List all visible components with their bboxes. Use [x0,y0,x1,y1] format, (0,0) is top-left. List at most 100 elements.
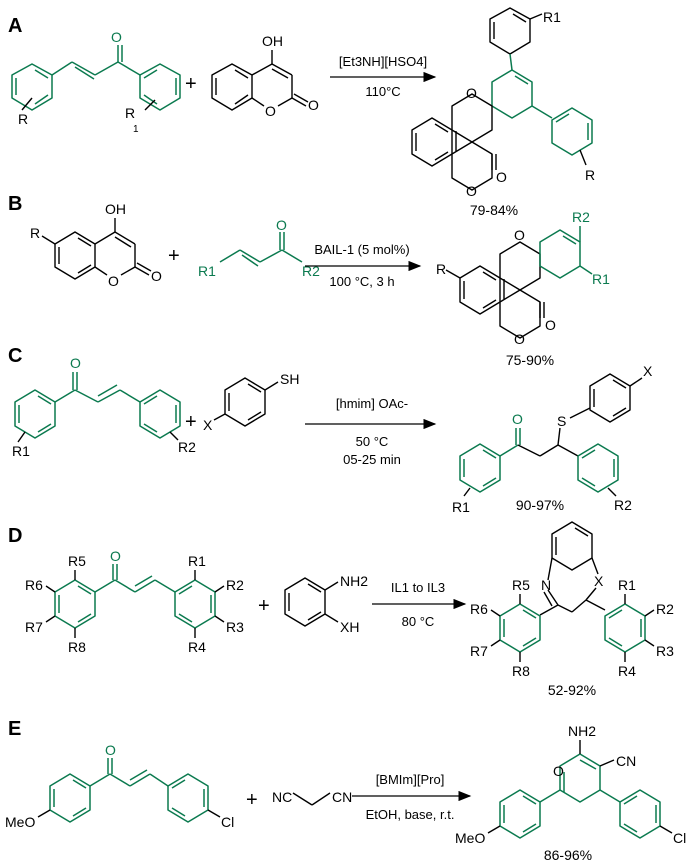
atom-r4: R4 [618,663,636,679]
reaction-arrow-a: [Et3NH][HSO4] 110°C [330,54,437,99]
enone-reactant-b: O R1 R2 [198,217,320,279]
conditions-temperature-c: 50 °C [356,434,389,449]
atom-r6: R6 [470,601,488,617]
atom-r2: R2 [656,601,674,617]
atom-r1: R1 [452,499,470,515]
atom-o: O [553,763,564,779]
conditions-temperature-a: 110°C [365,84,400,99]
conditions-catalyst-b: BAIL-1 (5 mol%) [314,242,409,257]
atom-o-ring: O [108,273,119,289]
atom-o: O [111,29,122,45]
atom-r7: R7 [470,643,488,659]
atom-o: O [105,742,116,758]
yield-d: 52-92% [548,682,596,698]
atom-o: O [70,355,81,371]
atom-o-carbonyl: O [151,268,162,284]
atom-meo: MeO [455,830,485,846]
atom-r1: R1 [198,263,216,279]
plus-sign-b: + [168,245,180,267]
atom-x: X [203,417,213,433]
atom-r1: R1 [12,443,30,459]
yield-a: 79-84% [470,202,518,218]
yield-c: 90-97% [516,497,564,513]
atom-r1: R1 [543,9,561,25]
panel-label-d: D [8,525,22,547]
thiophenol-reactant-c: SH X [203,371,299,433]
plus-sign-a: + [185,73,197,95]
atom-xh: XH [340,619,359,635]
plus-sign-d: + [258,595,270,617]
conditions-catalyst-a: [Et3NH][HSO4] [339,54,427,69]
atom-cn: CN [332,789,352,805]
atom-o-carbonyl: O [308,97,319,113]
yield-e: 86-96% [544,847,592,863]
atom-r1-subscript: 1 [133,124,139,135]
reaction-arrow-e: [BMIm][Pro] EtOH, base, r.t. [352,772,472,822]
atom-r8: R8 [512,663,530,679]
atom-o-pyran: O [514,227,525,243]
atom-cl: Cl [221,814,234,830]
atom-o-carbonyl: O [545,317,556,333]
atom-nh2: NH2 [340,573,368,589]
atom-cn: CN [616,753,636,769]
atom-r3: R3 [656,643,674,659]
atom-r7: R7 [25,619,43,635]
atom-r2: R2 [302,263,320,279]
panel-label-b: B [8,193,22,215]
panel-d: D O R5 R6 R7 R8 R1 R2 R3 R4 + [8,521,674,698]
panel-label-a: A [8,15,22,37]
atom-meo: MeO [5,814,35,830]
atom-oh: OH [105,201,126,217]
malononitrile-reactant-e: NC CN [272,789,352,806]
conditions-temperature-d: 80 °C [402,614,435,629]
thioether-product-c: O S X R1 R2 [452,363,653,515]
plus-sign-e: + [246,789,258,811]
atom-r5: R5 [68,553,86,569]
conditions-time-c: 05-25 min [343,452,401,467]
aminopyran-product-e: NH2 CN O MeO Cl [455,723,686,846]
panel-label-c: C [8,345,22,367]
atom-nh2: NH2 [568,723,596,739]
methoxy-chlorochalcone-reactant-e: O MeO Cl [5,742,234,830]
aminothiophenol-reactant-d: NH2 XH [284,573,368,635]
atom-r6: R6 [25,577,43,593]
substituted-chalcone-reactant-d: O R5 R6 R7 R8 R1 R2 R3 R4 [25,548,244,655]
atom-r2: R2 [178,439,196,455]
hydroxycoumarin-reactant-b: R OH O O [30,201,162,289]
atom-r: R [436,261,446,277]
atom-o-lactone: O [514,331,525,347]
conditions-catalyst-e: [BMIm][Pro] [376,772,445,787]
hydroxycoumarin-reactant-a: OH O O [211,33,319,119]
yield-b: 75-90% [506,352,554,368]
atom-s: S [557,413,566,429]
reaction-arrow-c: [hmim] OAc- 50 °C 05-25 min [305,396,437,467]
reaction-arrow-b: BAIL-1 (5 mol%) 100 °C, 3 h [305,242,422,289]
atom-r8: R8 [68,639,86,655]
panel-e: E O MeO Cl + NC CN [BMIm][Pro] EtOH, bas… [5,718,686,863]
pyranocoumarin-product-b: R R2 R1 O O O [436,209,610,347]
conditions-solvent-e: EtOH, base, r.t. [366,807,455,822]
atom-cl: Cl [673,830,686,846]
panel-label-e: E [8,718,21,740]
panel-b: B R OH O O + O R1 R2 BAIL-1 [8,193,610,368]
atom-o: O [512,411,523,427]
reaction-arrow-d: IL1 to IL3 80 °C [372,580,467,629]
atom-r1: R [125,105,135,121]
panel-c: C O R1 R2 + SH X [hmim] OA [8,345,653,515]
atom-r1: R1 [618,577,636,593]
atom-o-ring: O [265,103,276,119]
pyranocoumarin-product-a: R1 R O O O [411,7,595,199]
atom-r: R [585,167,595,183]
atom-x: X [594,573,604,589]
chalcone-reactant-a: O R R 1 [11,29,181,135]
benzothiazepine-product-d: N X R5 R6 R7 R8 R1 R2 R3 R4 [470,521,674,679]
conditions-catalyst-d: IL1 to IL3 [391,580,445,595]
atom-o: O [110,548,121,564]
conditions-catalyst-c: [hmim] OAc- [336,396,408,411]
chalcone-reactant-c: O R1 R2 [12,355,196,459]
panel-a: A O R R 1 + OH O [8,7,595,218]
atom-o-carbonyl: O [496,169,507,185]
atom-r1: R1 [188,553,206,569]
atom-r1: R1 [592,271,610,287]
